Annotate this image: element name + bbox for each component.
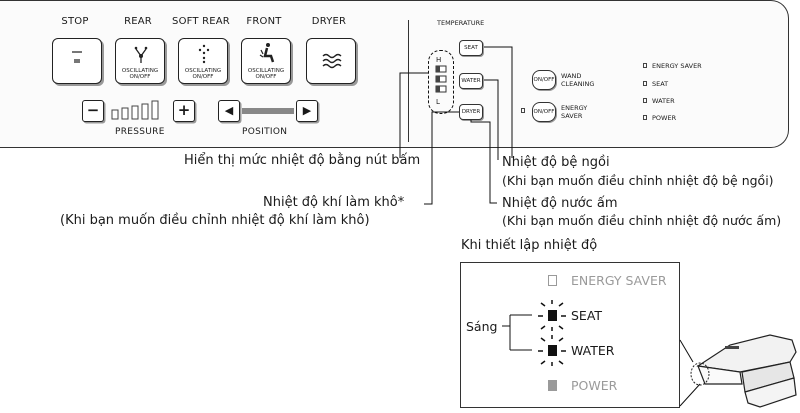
inset-water-indicator <box>548 345 557 356</box>
pressure-plus-button[interactable]: + <box>173 100 195 122</box>
pressure-level-bars <box>111 100 159 120</box>
front-button[interactable]: OSCILLATING ON/OFF <box>241 38 291 84</box>
stop-label: STOP <box>61 16 89 27</box>
front-spray-icon <box>259 43 275 63</box>
soft-rear-sub: OSCILLATING ON/OFF <box>184 68 222 80</box>
button-level-note: Hiển thị mức nhiệt độ bằng nút bấm <box>184 153 421 168</box>
position-slider-track <box>242 108 294 114</box>
rear-spray-icon <box>134 46 148 63</box>
rear-label: REAR <box>124 16 152 27</box>
inset-power-label: POWER <box>571 378 618 393</box>
inset-power-indicator <box>548 380 557 391</box>
energy-saver-indicator-label: ENERGY SAVER <box>652 62 702 70</box>
seat-indicator-label: SEAT <box>652 80 669 88</box>
inset-title: Khi thiết lập nhiệt độ <box>461 238 598 253</box>
temperature-level-display <box>428 50 454 114</box>
energy-saver-button[interactable]: ON/OFF <box>532 102 556 122</box>
dryer-temp-hint: (Khi bạn muốn điều chỉnh nhiệt độ khí là… <box>60 213 370 228</box>
inset-seat-indicator <box>548 310 557 321</box>
position-right-button[interactable]: ▶ <box>296 100 318 122</box>
dryer-icon <box>322 53 342 69</box>
seat-indicator <box>643 81 647 86</box>
energy-saver-btn-indicator <box>521 108 525 113</box>
stop-button[interactable] <box>52 38 102 84</box>
inset-water-label: WATER <box>571 343 615 358</box>
pressure-label: PRESSURE <box>115 127 165 137</box>
dryer-temp-note: Nhiệt độ khí làm khô* <box>263 195 405 210</box>
power-indicator <box>643 115 647 120</box>
pressure-minus-button[interactable]: − <box>82 100 104 122</box>
energy-saver-btn-label: ENERGY SAVER <box>561 104 588 120</box>
front-sub: OSCILLATING ON/OFF <box>247 68 285 80</box>
water-temp-hint: (Khi bạn muốn điều chỉnh nhiệt độ nước ấ… <box>502 213 782 228</box>
section-divider <box>408 20 409 142</box>
energy-saver-indicator <box>643 63 647 68</box>
seat-temp-button[interactable]: SEAT <box>459 40 483 56</box>
stop-icon <box>72 51 82 63</box>
seat-temp-hint: (Khi bạn muốn điều chỉnh nhiệt độ bệ ngồ… <box>502 173 774 188</box>
inset-energy-saver-indicator <box>548 275 557 286</box>
position-left-button[interactable]: ◀ <box>218 100 240 122</box>
soft-rear-label: SOFT REAR <box>172 16 230 27</box>
soft-rear-spray-icon <box>198 44 210 64</box>
water-temp-button[interactable]: WATER <box>459 73 483 89</box>
inset-energy-saver-label: ENERGY SAVER <box>571 273 667 288</box>
water-temp-note: Nhiệt độ nước ấm <box>502 196 618 211</box>
temp-low-mark: L <box>436 98 440 106</box>
dryer-temp-button[interactable]: DRYER <box>459 104 483 120</box>
lit-label: Sáng <box>466 319 498 334</box>
rear-sub: OSCILLATING ON/OFF <box>121 68 159 80</box>
front-label: FRONT <box>246 16 282 27</box>
temp-level-bars <box>435 65 447 93</box>
indicator-inset <box>460 262 680 408</box>
wand-cleaning-button[interactable]: ON/OFF <box>532 70 556 90</box>
seat-temp-note: Nhiệt độ bệ ngồi <box>502 155 610 170</box>
temp-high-mark: H <box>436 56 442 64</box>
soft-rear-button[interactable]: OSCILLATING ON/OFF <box>178 38 228 84</box>
dryer-label: DRYER <box>311 16 347 27</box>
wand-cleaning-label: WAND CLEANING <box>561 72 595 88</box>
water-indicator <box>643 98 647 103</box>
toilet-seat-icon <box>690 334 797 408</box>
rear-button[interactable]: OSCILLATING ON/OFF <box>115 38 165 84</box>
temperature-label: TEMPERATURE <box>437 19 485 27</box>
position-label: POSITION <box>242 127 288 137</box>
power-indicator-label: POWER <box>652 114 677 122</box>
water-indicator-label: WATER <box>652 97 675 105</box>
inset-seat-label: SEAT <box>571 308 603 323</box>
dryer-button[interactable] <box>306 38 356 84</box>
